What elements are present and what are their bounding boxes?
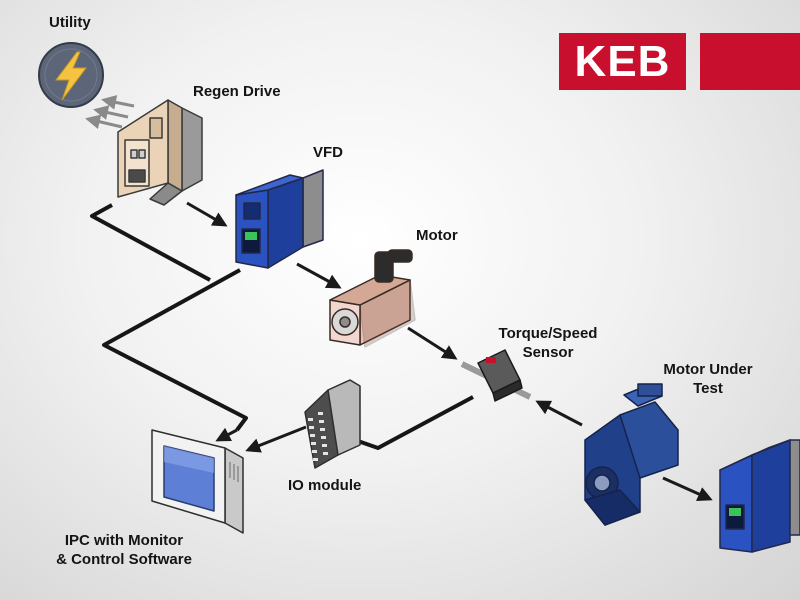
cable-vfd — [102, 268, 248, 432]
label-motor-under-test-line2: Test — [693, 380, 723, 397]
mut-drive-device — [719, 439, 800, 553]
label-motor-under-test: Motor Under Test — [655, 360, 761, 398]
utility-icon — [38, 42, 104, 108]
arrow-io-to-ipc — [245, 425, 307, 453]
brand-bar — [700, 33, 800, 90]
cable-regen-drive — [90, 203, 211, 282]
label-regen-drive: Regen Drive — [193, 83, 281, 100]
label-ipc-line1: IPC with Monitor — [64, 532, 184, 549]
keb-logo: KEB — [559, 33, 686, 90]
network-cables — [90, 203, 474, 450]
arrow-mut-to-sensor — [535, 400, 583, 427]
label-utility: Utility — [49, 14, 91, 31]
regen-return-arrows — [85, 94, 135, 130]
cable-sensor-io — [354, 395, 474, 450]
label-io-module: IO module — [288, 477, 362, 494]
label-torque-sensor-line1: Torque/Speed — [498, 325, 598, 342]
regen-drive-device — [117, 99, 203, 206]
label-torque-sensor: Torque/Speed Sensor — [492, 324, 604, 362]
io-module-device — [304, 379, 361, 469]
flow-arrows — [186, 201, 713, 501]
arrow-motor-to-sensor — [407, 326, 458, 360]
label-vfd: VFD — [313, 144, 343, 161]
arrow-vfd-to-motor — [296, 262, 342, 289]
regen-arrow-2 — [93, 105, 129, 120]
label-motor-under-test-line1: Motor Under — [663, 361, 753, 378]
ipc-device — [151, 429, 244, 534]
lightning-bolt-icon — [55, 51, 87, 101]
arrow-vfd-to-ipc — [215, 427, 238, 442]
torque-sensor-device — [460, 349, 532, 402]
keb-logo-text: KEB — [574, 37, 671, 86]
arrow-regen-to-vfd — [186, 201, 228, 227]
regen-arrow-3 — [85, 114, 123, 130]
label-motor: Motor — [416, 227, 458, 244]
vfd-device — [235, 169, 324, 269]
motor-under-test-device — [584, 383, 679, 526]
label-ipc-line2: & Control Software — [56, 551, 192, 568]
regen-arrow-1 — [101, 94, 135, 110]
label-torque-sensor-line2: Sensor — [522, 344, 574, 361]
ipc-vent-slots — [229, 462, 239, 482]
label-ipc: IPC with Monitor & Control Software — [46, 531, 202, 569]
arrow-mut-to-drive — [662, 476, 713, 501]
io-terminals — [308, 412, 328, 461]
motor-device — [329, 249, 416, 348]
